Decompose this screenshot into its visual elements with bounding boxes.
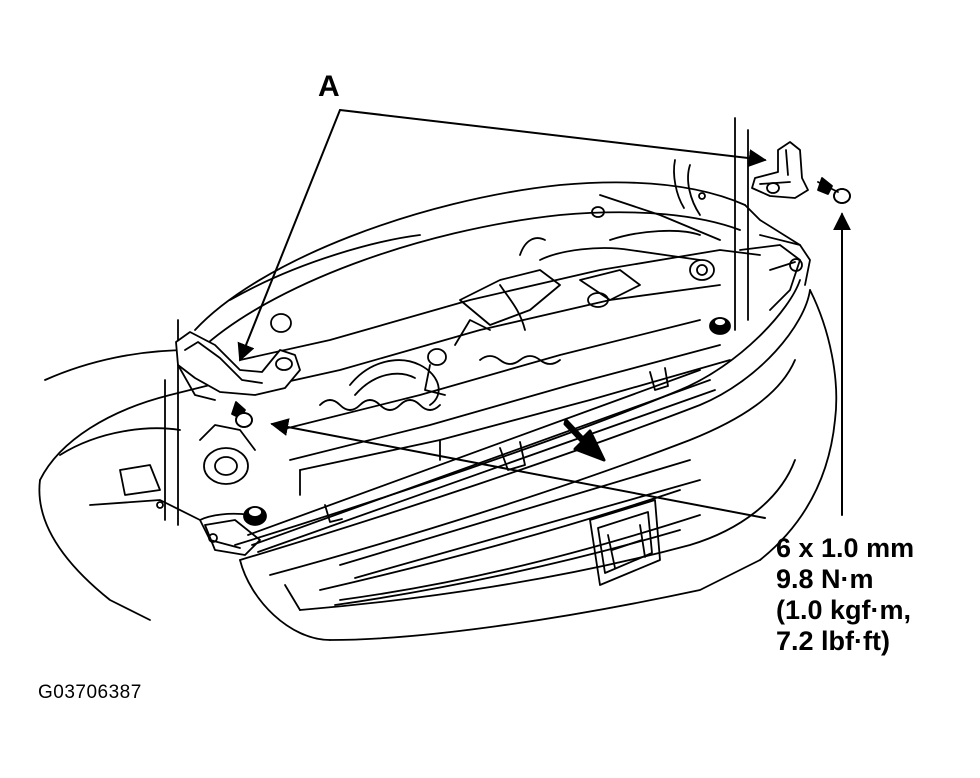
bracket-bolt-left: [231, 401, 253, 428]
fastener-size: 6 x 1.0 mm: [776, 533, 915, 563]
left-fender: [38, 349, 231, 621]
hood-opening-outline: [194, 181, 801, 351]
removal-direction-arrow-icon: [563, 418, 606, 462]
callout-label-a: A: [318, 70, 340, 103]
bracket-bolt-right: [817, 177, 851, 204]
grille-bolt-right: [709, 317, 731, 335]
mounting-bracket-right: [751, 141, 809, 199]
mounting-bracket-left: [175, 331, 301, 401]
callout-a-leaders: [237, 109, 767, 362]
grille-bolt-left: [243, 506, 267, 526]
bolt-spec-leaders: [270, 212, 851, 519]
radiator-support: [239, 249, 761, 496]
torque-nm: 9.8 N·m: [776, 564, 874, 594]
engine-bay-components: [270, 159, 715, 406]
torque-lbfft: 7.2 lbf·ft): [776, 626, 890, 656]
front-grille: [204, 234, 838, 641]
honda-emblem-icon: [589, 499, 661, 586]
torque-kgfm: (1.0 kgf·m,: [776, 595, 912, 625]
figure-id: G03706387: [38, 682, 142, 703]
fastener-spec: 6 x 1.0 mm 9.8 N·m (1.0 kgf·m, 7.2 lbf·f…: [776, 533, 914, 657]
